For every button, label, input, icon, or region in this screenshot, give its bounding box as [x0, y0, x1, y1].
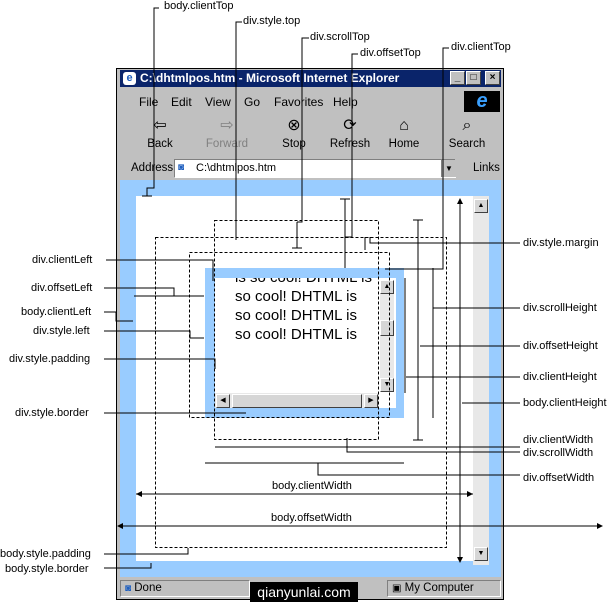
status-zone-cell: ▣ My Computer [387, 580, 501, 597]
ie-logo-icon: e [464, 91, 500, 112]
body-clienttop-leader [146, 7, 159, 196]
div-scroll-thumb[interactable] [380, 320, 394, 336]
address-label: Address [131, 162, 174, 174]
window-title: C:\dhtmlpos.htm - Microsoft Internet Exp… [140, 71, 400, 85]
margin-box-outer [155, 237, 447, 548]
menu-favorites[interactable]: Favorites [274, 95, 324, 109]
forward-arrow-icon: ⇨ [220, 117, 234, 134]
div-scroll-up-icon[interactable]: ▲ [380, 280, 394, 294]
label-body-clientleft: body.clientLeft [21, 306, 92, 318]
close-button[interactable]: × [485, 71, 500, 85]
refresh-label: Refresh [329, 138, 371, 150]
label-body-style-border: body.style.border [5, 563, 89, 575]
label-body-clienttop: body.clientTop [164, 0, 234, 12]
page-scroll-up-icon[interactable]: ▲ [474, 199, 488, 213]
label-div-offsetheight: div.offsetHeight [523, 340, 598, 352]
address-dropdown-icon[interactable]: ▼ [441, 160, 456, 177]
title-bar[interactable] [120, 70, 501, 87]
ie-window-icon: e [123, 72, 136, 85]
label-div-offsettop: div.offsetTop [360, 47, 421, 59]
stop-button[interactable]: ⊗ Stop [264, 114, 324, 156]
maximize-button[interactable]: □ [466, 71, 481, 85]
stop-label: Stop [282, 138, 306, 150]
refresh-icon: ⟳ [343, 117, 357, 134]
label-div-style-margin: div.style.margin [523, 237, 599, 249]
label-div-style-left: div.style.left [33, 325, 90, 337]
div-vertical-scrollbar[interactable] [380, 280, 394, 392]
label-div-scrolltop: div.scrollTop [310, 31, 370, 43]
search-button[interactable]: ⌕ Search [437, 114, 497, 156]
div-content [215, 278, 396, 408]
label-div-style-padding: div.style.padding [9, 353, 91, 365]
label-div-clientheight: div.clientHeight [523, 371, 597, 383]
back-arrow-icon: ⇦ [153, 117, 167, 134]
links-button[interactable]: Links [473, 162, 500, 174]
label-div-clientwidth: div.clientWidth [523, 434, 594, 446]
div-scroll-right-icon[interactable]: ▶ [364, 394, 378, 408]
page-icon: ◙ [178, 162, 185, 173]
home-icon: ⌂ [399, 117, 409, 134]
forward-button[interactable]: ⇨ Forward [197, 114, 257, 156]
stop-icon: ⊗ [287, 117, 301, 134]
search-label: Search [448, 138, 486, 150]
forward-label: Forward [205, 138, 249, 150]
page-vertical-scrollbar[interactable] [473, 196, 489, 565]
home-button[interactable]: ⌂ Home [374, 114, 434, 156]
div-scroll-down-icon[interactable]: ▼ [380, 378, 394, 392]
label-body-clientheight: body.clientHeight [523, 397, 607, 409]
label-div-offsetleft: div.offsetLeft [31, 282, 93, 294]
label-div-scrollheight: div.scrollHeight [523, 302, 597, 314]
refresh-button[interactable]: ⟳ Refresh [320, 114, 380, 156]
menu-view[interactable]: View [205, 95, 231, 109]
label-body-clientwidth: body.clientWidth [272, 480, 352, 492]
scroll-area-box [214, 220, 379, 440]
div-text: is so cool! DHTML is so cool! DHTML is s… [235, 278, 372, 346]
label-div-style-border: div.style.border [15, 407, 89, 419]
margin-box-inner [189, 252, 390, 418]
menu-go[interactable]: Go [244, 95, 261, 109]
search-icon: ⌕ [462, 117, 472, 134]
label-div-scrollwidth: div.scrollWidth [523, 447, 594, 459]
status-page-icon: ◙ [125, 583, 132, 594]
status-text-cell: ◙ Done [120, 580, 250, 597]
div-scroll-left-icon[interactable]: ◀ [216, 394, 230, 408]
label-div-clienttop: div.clientTop [451, 41, 511, 53]
label-body-offsetwidth: body.offsetWidth [271, 512, 352, 524]
label-body-style-padding: body.style.padding [0, 548, 91, 560]
div-hscroll-thumb[interactable] [232, 394, 362, 408]
computer-icon: ▣ [392, 583, 402, 594]
watermark: qianyunlai.com [250, 582, 358, 602]
status-text: Done [134, 582, 162, 594]
label-div-style-top: div.style.top [243, 15, 301, 27]
home-label: Home [388, 138, 420, 150]
status-zone: My Computer [404, 582, 474, 594]
label-div-clientleft: div.clientLeft [32, 254, 93, 266]
minimize-button[interactable]: _ [450, 71, 465, 85]
page-scroll-down-icon[interactable]: ▼ [474, 547, 488, 561]
menu-edit[interactable]: Edit [171, 95, 192, 109]
label-div-offsetwidth: div.offsetWidth [523, 472, 595, 484]
